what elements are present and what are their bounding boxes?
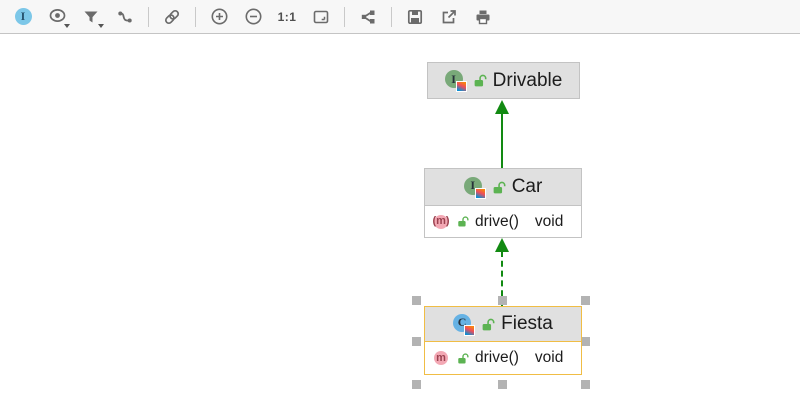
- kotlin-logo-icon: [456, 82, 466, 91]
- member-name: drive(): [475, 212, 519, 230]
- eye-icon: [49, 9, 65, 22]
- member-type: void: [534, 349, 564, 366]
- public-unlocked-icon: [493, 181, 506, 193]
- abstract-method-icon: (m): [432, 214, 450, 229]
- show-dependencies-button[interactable]: [112, 4, 138, 30]
- chevron-down-icon: [98, 23, 104, 28]
- diagram-canvas[interactable]: I Drivable I Car (m): [0, 35, 800, 400]
- member-name: drive(): [475, 349, 519, 366]
- node-title: Drivable: [492, 69, 563, 91]
- save-button[interactable]: [402, 4, 428, 30]
- public-unlocked-icon: [474, 74, 487, 87]
- edge-line: [501, 113, 503, 168]
- toolbar-separator: [344, 6, 345, 27]
- print-button[interactable]: [470, 4, 496, 30]
- toolbar-separator: [391, 6, 392, 27]
- interface-badge-icon: I: [14, 8, 32, 25]
- node-header: I Car: [425, 169, 581, 205]
- member-row[interactable]: (m) drive() void: [425, 205, 581, 237]
- interfaces-badge-button[interactable]: I: [10, 4, 36, 30]
- kotlin-interface-icon: I: [463, 176, 485, 198]
- save-icon: [407, 9, 423, 24]
- fit-content-icon: [313, 10, 329, 23]
- arrowhead-up-icon: [495, 100, 509, 114]
- selection-handle[interactable]: [412, 380, 421, 389]
- member-row[interactable]: m drive() void: [425, 341, 581, 374]
- layout-icon: [361, 10, 375, 23]
- edge-line: [501, 251, 503, 306]
- curved-edge-icon: [118, 11, 132, 22]
- actual-size-button[interactable]: 1:1: [274, 4, 300, 30]
- link-button[interactable]: [159, 4, 185, 30]
- actual-size-label: 1:1: [277, 9, 297, 24]
- node-drivable[interactable]: I Drivable: [427, 62, 580, 99]
- toolbar-separator: [195, 6, 196, 27]
- selection-handle[interactable]: [498, 296, 507, 305]
- fit-content-button[interactable]: [308, 4, 334, 30]
- apply-layout-button[interactable]: [355, 4, 381, 30]
- selection-handle[interactable]: [581, 380, 590, 389]
- node-title: Fiesta: [501, 313, 553, 334]
- print-icon: [476, 10, 490, 24]
- arrowhead-up-icon: [495, 238, 509, 252]
- diagram-toolbar: I: [0, 0, 800, 34]
- filter-icon: [84, 11, 98, 22]
- zoom-in-button[interactable]: [206, 4, 232, 30]
- node-fiesta[interactable]: C Fiesta m drive() void: [424, 306, 582, 375]
- chevron-down-icon: [64, 23, 70, 28]
- zoom-in-icon: [211, 8, 227, 25]
- node-header: I Drivable: [428, 63, 579, 98]
- zoom-out-button[interactable]: [240, 4, 266, 30]
- kotlin-logo-icon: [475, 188, 485, 198]
- change-scope-button[interactable]: [78, 4, 104, 30]
- selection-handle[interactable]: [412, 296, 421, 305]
- public-unlocked-icon: [458, 352, 469, 364]
- method-icon: m: [432, 351, 450, 366]
- public-unlocked-icon: [482, 318, 495, 330]
- change-visibility-level-button[interactable]: [44, 4, 70, 30]
- kotlin-class-icon: C: [453, 313, 475, 335]
- node-title: Car: [511, 176, 543, 197]
- node-car[interactable]: I Car (m) drive() void: [424, 168, 582, 238]
- selection-handle[interactable]: [412, 337, 421, 346]
- export-icon: [442, 9, 456, 23]
- node-header: C Fiesta: [425, 307, 581, 341]
- selection-handle[interactable]: [581, 296, 590, 305]
- kotlin-logo-icon: [465, 325, 475, 335]
- selection-handle[interactable]: [581, 337, 590, 346]
- toolbar-separator: [148, 6, 149, 27]
- public-unlocked-icon: [458, 216, 469, 227]
- member-type: void: [534, 212, 564, 230]
- export-button[interactable]: [436, 4, 462, 30]
- link-icon: [164, 9, 180, 24]
- kotlin-interface-icon: I: [444, 70, 466, 91]
- selection-handle[interactable]: [498, 380, 507, 389]
- zoom-out-icon: [245, 8, 261, 25]
